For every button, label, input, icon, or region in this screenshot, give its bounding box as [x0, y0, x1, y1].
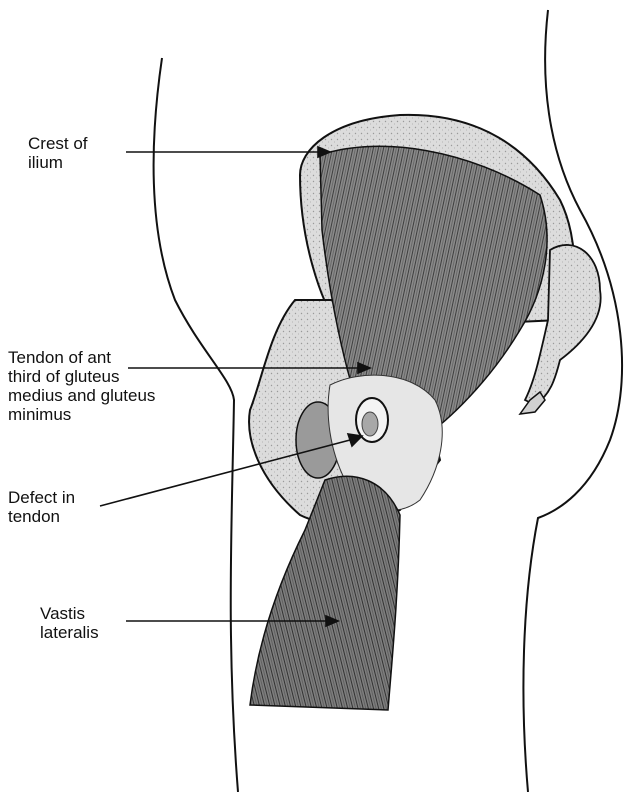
vastus-lateralis [250, 476, 400, 710]
label-tendon: Tendon of ant third of gluteus medius an… [8, 348, 155, 424]
body-outline-left [154, 58, 238, 792]
label-crest-of-ilium: Crest of ilium [28, 134, 88, 172]
label-vastus-lateralis: Vastis lateralis [40, 604, 99, 642]
label-defect-in-tendon: Defect in tendon [8, 488, 75, 526]
